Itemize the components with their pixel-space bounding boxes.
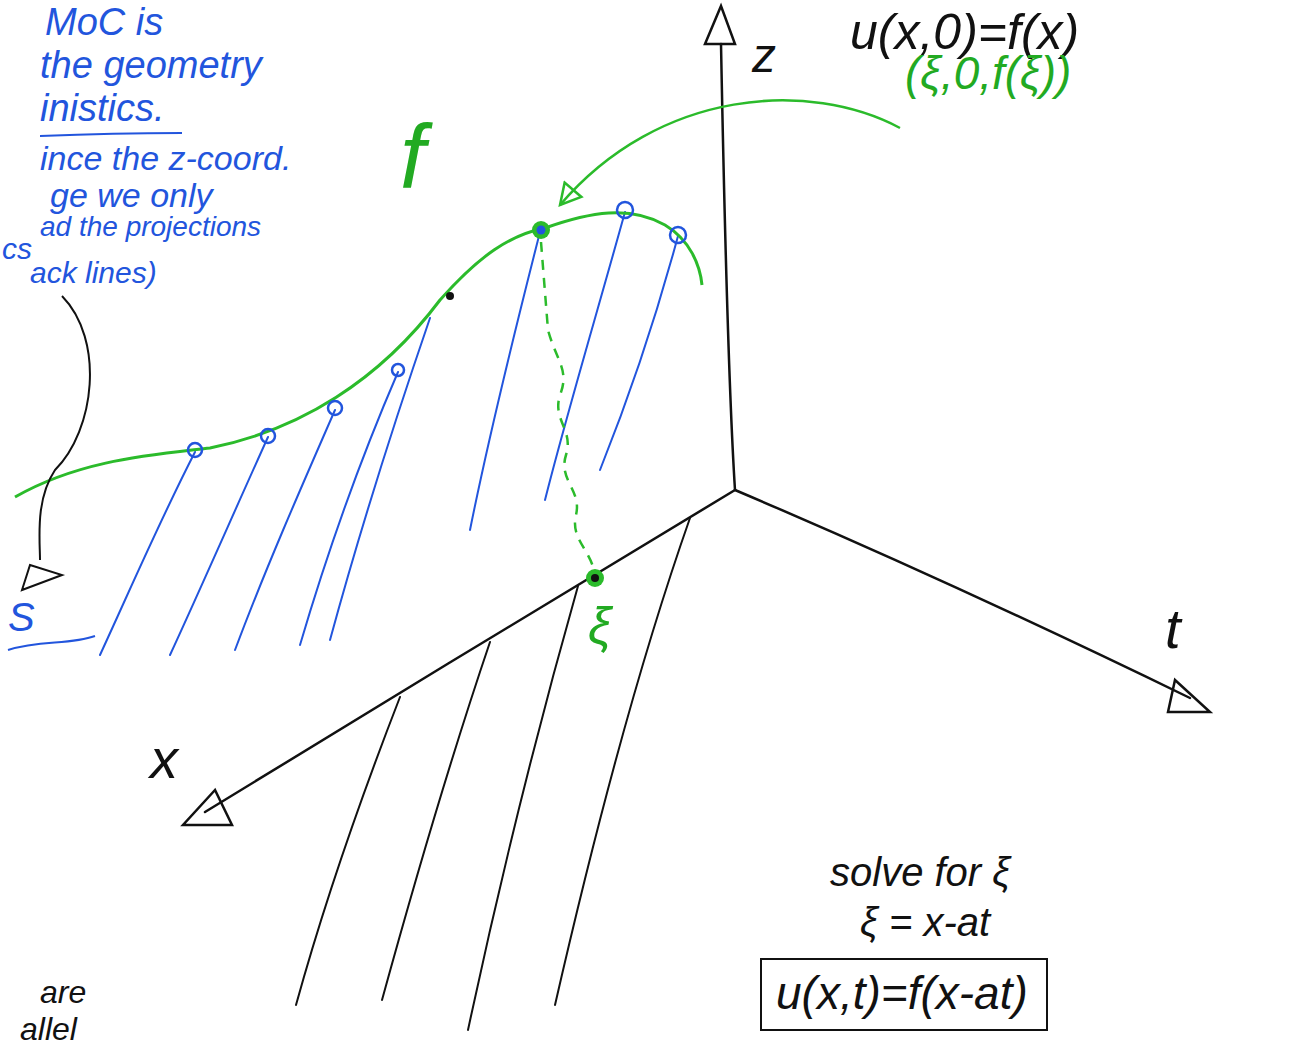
bracket-arrowhead bbox=[22, 565, 62, 590]
point-label: (ξ,0,f(ξ)) bbox=[905, 48, 1071, 99]
characteristic-lines bbox=[100, 212, 678, 655]
curve-label: f bbox=[400, 108, 425, 207]
note-text: ack lines) bbox=[30, 256, 157, 289]
projection-line bbox=[541, 242, 595, 576]
xi-label: ξ bbox=[588, 598, 611, 655]
axis-label: z bbox=[752, 30, 776, 83]
initial-curve bbox=[15, 213, 702, 497]
projected-characteristics bbox=[296, 518, 690, 1030]
chosen-point-center bbox=[537, 226, 546, 235]
pointer-arrow bbox=[560, 100, 900, 205]
result-box: u(x,t)=f(x-at) bbox=[760, 958, 1048, 1031]
axes bbox=[183, 6, 1210, 825]
note-text: are bbox=[40, 975, 86, 1010]
note-text: ince the z-coord. bbox=[40, 140, 291, 177]
note-text: allel bbox=[20, 1012, 77, 1047]
note-text: S bbox=[8, 595, 35, 639]
curve-dot bbox=[446, 292, 454, 300]
chosen-point bbox=[532, 221, 550, 239]
t-arrowhead bbox=[1168, 680, 1210, 712]
note-text: inistics. bbox=[40, 88, 165, 130]
t-axis bbox=[735, 490, 1190, 698]
bracket-curve bbox=[39, 296, 90, 560]
curve-points bbox=[188, 202, 686, 457]
note-text: the geometry bbox=[40, 45, 262, 87]
axis-label: t bbox=[1165, 598, 1181, 660]
note-text: ad the projections bbox=[40, 212, 261, 243]
axis-label: x bbox=[150, 728, 178, 790]
x-axis bbox=[205, 490, 735, 812]
note-text: ge we only bbox=[50, 177, 213, 214]
strike-line bbox=[40, 133, 182, 136]
x-arrowhead bbox=[183, 790, 232, 825]
xi-point-center bbox=[591, 574, 599, 582]
z-arrowhead bbox=[705, 6, 735, 44]
z-axis bbox=[721, 44, 735, 490]
solution-step: ξ = x-at bbox=[860, 900, 990, 944]
formula-text: u(x,t)=f(x-at) bbox=[776, 968, 1032, 1019]
xi-point bbox=[586, 569, 604, 587]
note-text: MoC is bbox=[45, 2, 163, 44]
note-text: cs bbox=[2, 232, 32, 265]
solution-step: solve for ξ bbox=[830, 850, 1010, 894]
